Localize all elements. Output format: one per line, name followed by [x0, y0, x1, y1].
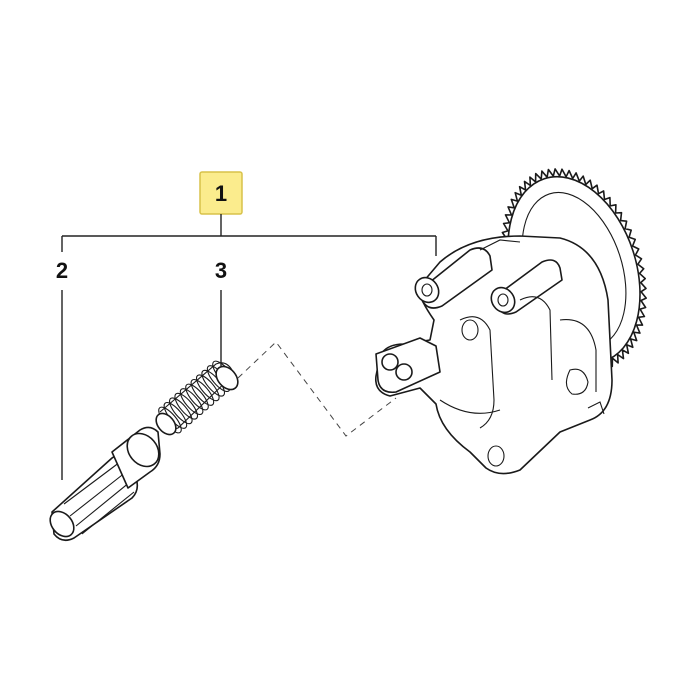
pump-outlet-bosses	[414, 247, 563, 315]
spring-coil	[174, 392, 199, 420]
relief-piston[interactable]	[45, 426, 165, 542]
callout-2[interactable]: 2	[56, 258, 68, 283]
compression-spring[interactable]	[152, 358, 242, 438]
callout-3-label: 3	[215, 258, 227, 283]
spring-coil	[195, 374, 220, 402]
relief-valve-bore	[375, 337, 441, 394]
callout-3[interactable]: 3	[215, 258, 227, 283]
spring-coil	[185, 383, 209, 411]
callout-1-label: 1	[215, 181, 227, 206]
spring-coil	[168, 397, 193, 425]
callout-1[interactable]: 1	[199, 171, 243, 215]
assembly-dashed-line	[237, 341, 397, 437]
spring-coil	[190, 379, 215, 406]
oil-pump-assembly[interactable]	[374, 160, 663, 475]
callout-2-label: 2	[56, 258, 68, 283]
spring-coil	[179, 388, 204, 415]
